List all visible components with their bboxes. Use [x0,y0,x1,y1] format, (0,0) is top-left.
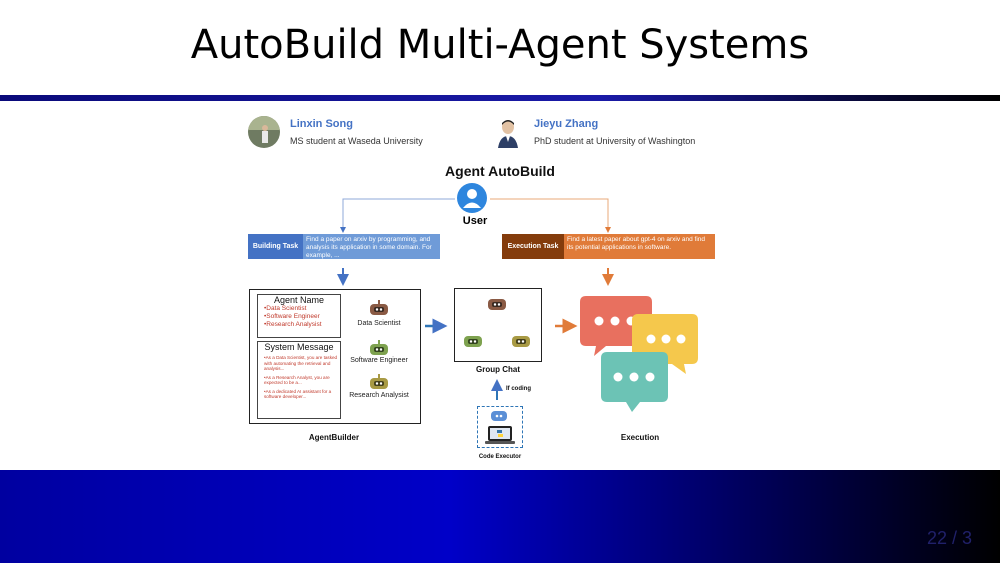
agent-name-box: Agent Name •Data Scientist •Software Eng… [257,294,341,338]
execution-label: Execution [620,433,660,442]
system-message-item: •As a Data Scientist, you are tasked wit… [264,355,338,371]
autobuild-figure: Linxin Song MS student at Waseda Univers… [240,108,760,466]
footer-bar: 22 / 3 [0,470,1000,563]
person-name: Jieyu Zhang [534,118,599,130]
agent-name-item: •Software Engineer [264,313,320,321]
user-label: User [462,215,488,227]
code-executor-box [477,406,523,448]
person-jieyu: Jieyu Zhang PhD student at University of… [492,116,695,148]
person-role: PhD student at University of Washington [534,136,696,146]
if-coding-label: If coding [506,386,531,392]
software-engineer-robot-icon [370,340,388,355]
building-task-text: Find a paper on arxiv by programming, an… [303,234,440,259]
chat-robot-icon [464,336,482,347]
building-task: Building Task Find a paper on arxiv by p… [248,234,440,259]
person-role: MS student at Waseda University [290,136,423,146]
group-chat-label: Group Chat [476,365,520,374]
agent-name-item: •Research Analysist [264,321,322,329]
system-message-title: System Message [264,342,334,352]
agentbuilder-label: AgentBuilder [308,433,360,442]
python-laptop-icon [485,426,515,444]
execution-task: Execution Task Find a latest paper about… [502,234,715,259]
chat-robot-icon [488,299,506,310]
building-task-label: Building Task [248,234,303,259]
system-message-item: •As a Research Analyst, you are expected… [264,374,330,386]
diagram-title: Agent AutoBuild [445,163,555,179]
research-analyst-robot-icon [370,374,388,389]
agentbuilder-box: Agent Name •Data Scientist •Software Eng… [249,289,421,424]
jieyu-avatar [492,116,524,148]
linxin-avatar [248,116,280,148]
agent-label: Data Scientist [357,320,401,327]
person-name: Linxin Song [290,118,353,130]
code-executor-label: Code Executor [478,454,522,460]
slide-title: AutoBuild Multi-Agent Systems [190,22,810,68]
data-scientist-robot-icon [370,300,388,315]
agent-label: Research Analysist [349,392,409,399]
system-message-box: System Message •As a Data Scientist, you… [257,341,341,419]
person-linxin: Linxin Song MS student at Waseda Univers… [248,116,423,148]
execution-task-label: Execution Task [502,234,564,259]
page-number: 22 / 3 [926,528,972,548]
system-message-item: •As a dedicated AI assistant for a softw… [264,388,332,400]
executor-robot-icon [491,411,507,421]
agent-name-title: Agent Name [273,295,325,305]
execution-task-text: Find a latest paper about gpt-4 on arxiv… [564,234,715,259]
chat-robot-icon [512,336,530,347]
group-chat-box [454,288,542,362]
user-icon [457,183,487,213]
execution-chat-bubbles-icon [580,296,698,412]
title-divider [0,95,1000,101]
agent-label: Software Engineer [350,357,408,364]
agent-name-item: •Data Scientist [264,305,307,312]
